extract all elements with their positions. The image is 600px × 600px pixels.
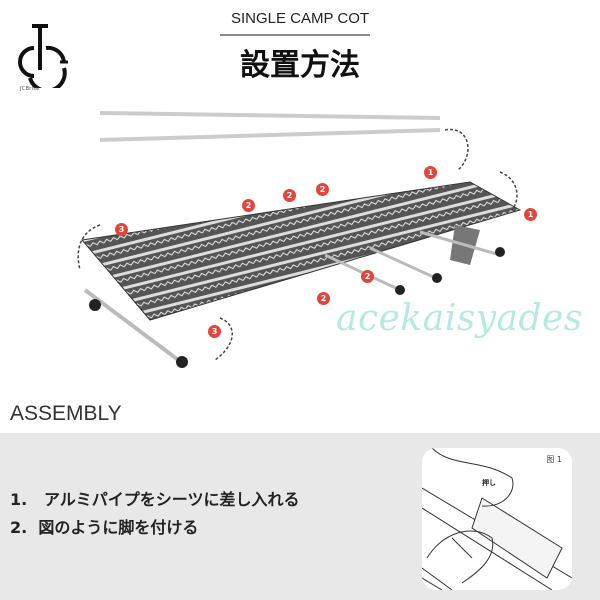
step-number: 1. [10, 490, 28, 509]
cot-sheet [81, 181, 522, 321]
cot-assembly-diagram [77, 111, 522, 368]
step-badge: 2 [316, 183, 329, 196]
pole [99, 128, 441, 142]
step-text: アルミパイプをシーツに差し入れる [43, 490, 300, 509]
step-badge: 1 [424, 166, 437, 179]
figure-label: 图 1 [546, 455, 562, 464]
push-label: 押し [482, 479, 496, 487]
step-badge: 2 [283, 189, 296, 202]
step-badge: 1 [524, 208, 537, 221]
step-number: 2. [10, 518, 28, 537]
step-badge: 3 [208, 325, 221, 338]
step-text: 図のように脚を付ける [38, 518, 199, 537]
step-2: 2. 図のように脚を付ける [10, 514, 198, 538]
hand-attaching-leg-illustration [422, 448, 572, 590]
step-1: 1. アルミパイプをシーツに差し入れる [10, 486, 299, 510]
assembly-heading: ASSEMBLY [10, 402, 122, 425]
step-badge: 2 [361, 270, 374, 283]
figure-1: 图 1 押し [422, 448, 572, 590]
brand-logo [18, 24, 68, 88]
page-title: 設置方法 [240, 48, 360, 83]
step-badge: 2 [317, 292, 330, 305]
product-subtitle: SINGLE CAMP COT [230, 10, 370, 27]
step-badge: 3 [115, 223, 128, 236]
subtitle-underline [220, 34, 370, 36]
step-badge: 2 [242, 199, 255, 212]
watermark: acekaisyades [336, 298, 583, 339]
brand-name: JCBrise [20, 86, 40, 92]
pole [99, 111, 441, 120]
